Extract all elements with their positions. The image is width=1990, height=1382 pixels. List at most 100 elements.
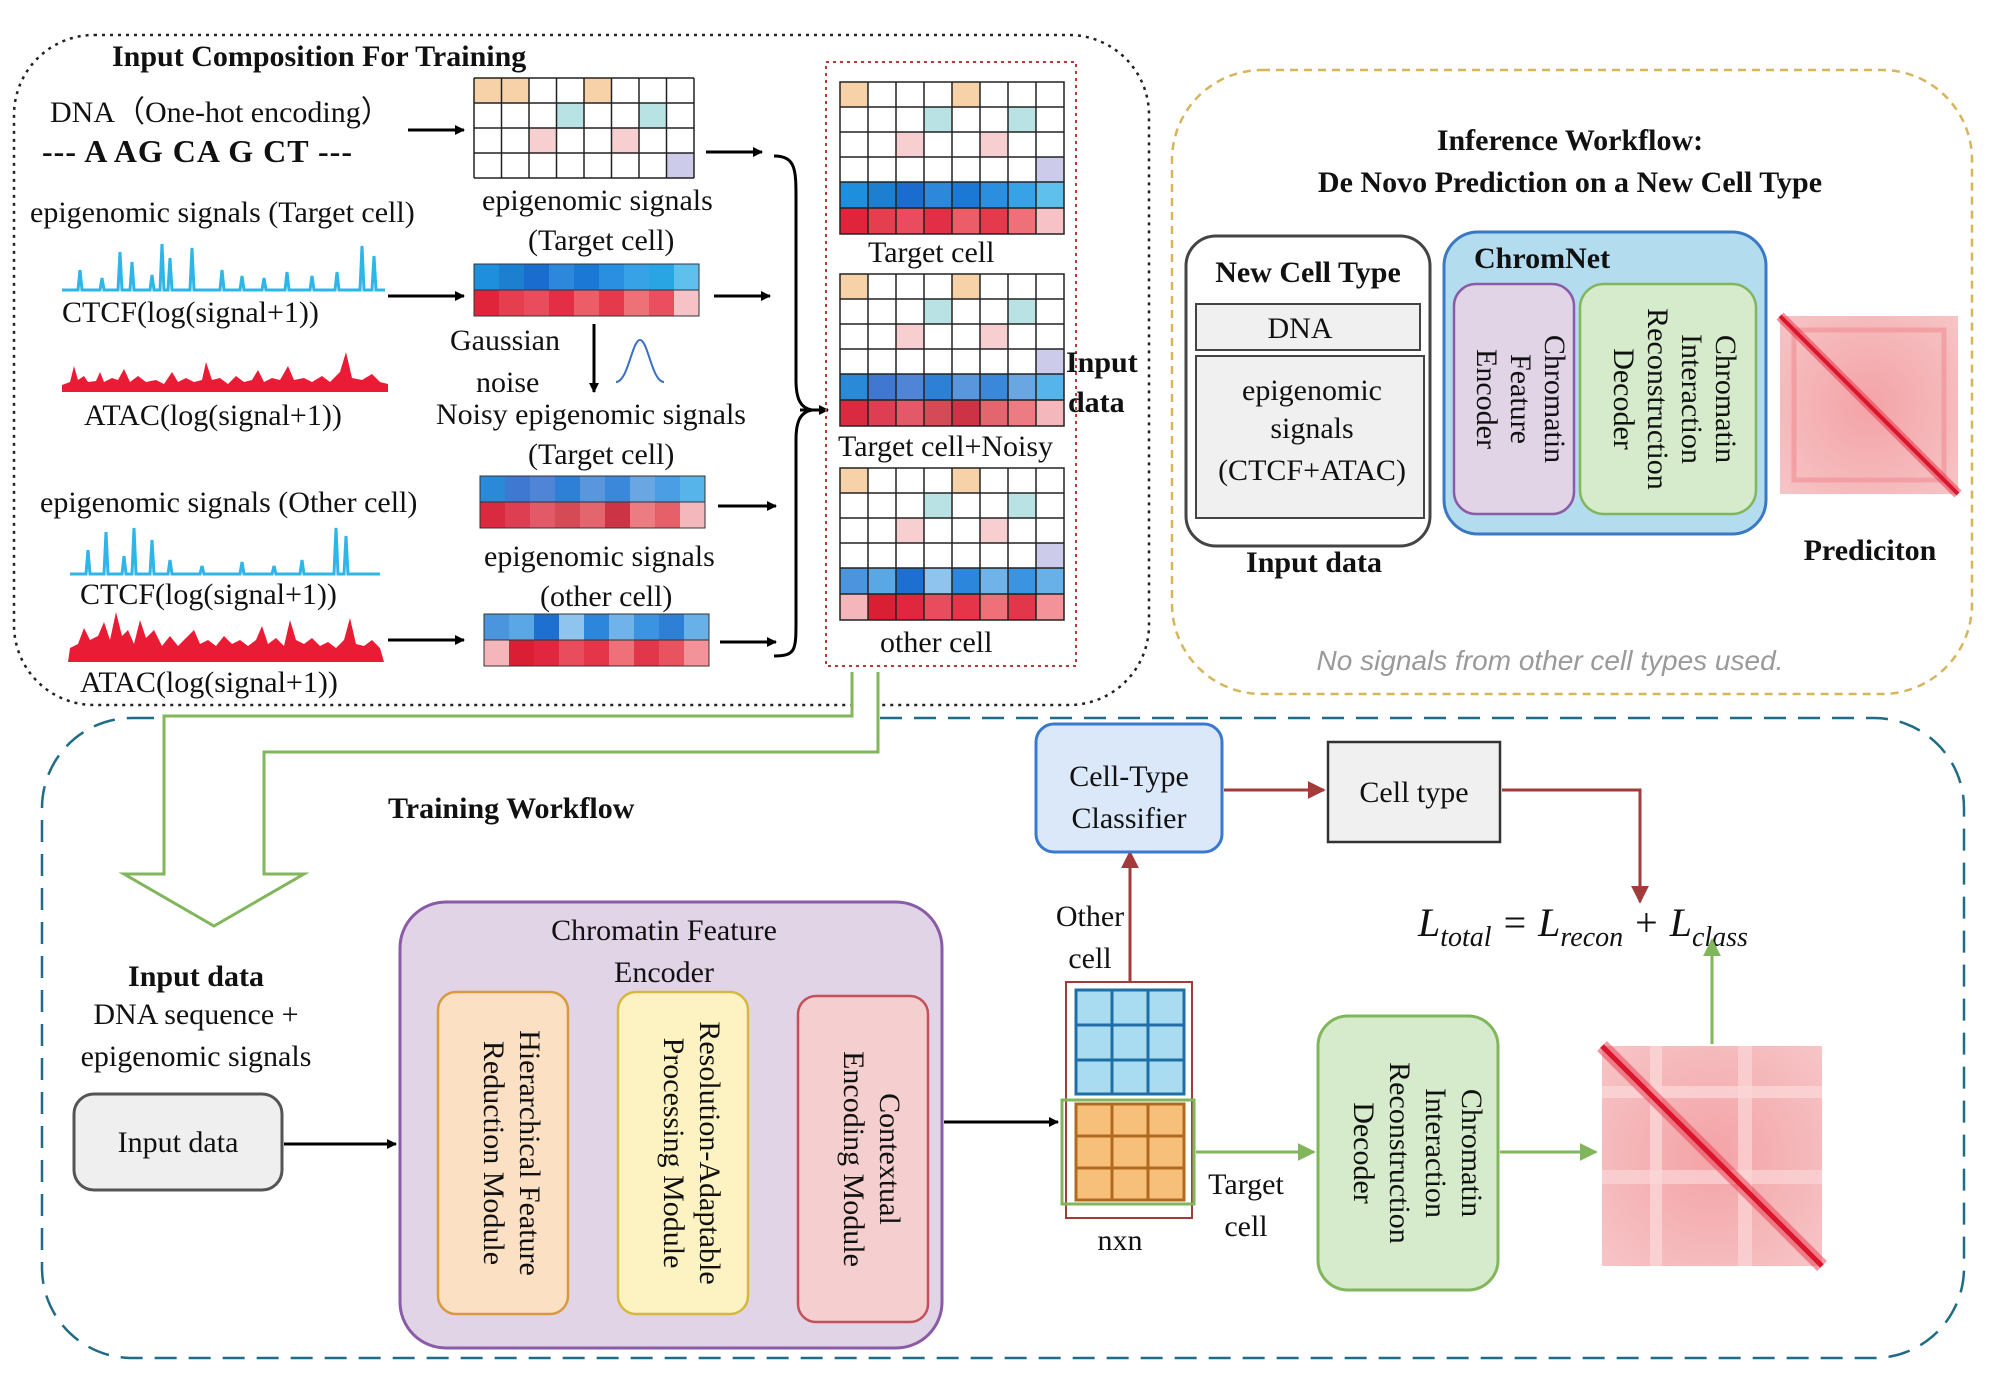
inference-panel (1170, 68, 1974, 696)
atac-label-other: ATAC(log(signal+1)) (80, 666, 338, 699)
other-cell-label-1: Other (1056, 900, 1124, 933)
training-decoder-4: Decoder (1347, 1102, 1380, 1204)
inference-decoder-box (1578, 282, 1758, 516)
stack-other-cell (839, 467, 1065, 621)
epi-other-mid-2: (other cell) (540, 580, 672, 613)
module-contextual-2: Encoding Module (837, 1051, 870, 1267)
stack-target-label: Target cell (868, 236, 994, 269)
classifier-label-1: Cell-Type (1069, 760, 1189, 793)
training-decoder-3: Reconstruction (1383, 1062, 1416, 1244)
inference-encoder-1: Chromatin (1538, 335, 1571, 463)
training-input-sub-2: epigenomic signals (81, 1040, 312, 1073)
gaussian-curve-icon (615, 338, 665, 383)
atac-label-target: ATAC(log(signal+1)) (84, 399, 342, 432)
loss-l-total: L (1417, 900, 1440, 945)
prediction-label: Prediciton (1804, 534, 1937, 567)
inference-note: No signals from other cell types used. (1317, 645, 1784, 676)
dna-sequence: --- A AG CA G CT --- (42, 133, 353, 169)
training-title: Training Workflow (388, 792, 635, 825)
target-cell-label-1: Target (1208, 1168, 1284, 1201)
epi-target-label: epigenomic signals (Target cell) (30, 196, 415, 229)
epi-other-mid-1: epigenomic signals (484, 540, 715, 573)
module-contextual (796, 994, 930, 1324)
chromnet-title: ChromNet (1474, 242, 1610, 275)
other-signal-bar (483, 613, 710, 667)
inference-input-data-label: Input data (1246, 546, 1382, 579)
training-encoder-title-1: Chromatin Feature (551, 914, 777, 947)
target-cell-feature-grid (1074, 1102, 1186, 1202)
loss-l-class: L (1669, 900, 1692, 945)
nxn-label: nxn (1098, 1224, 1143, 1257)
epi-target-mid-1: epigenomic signals (482, 184, 713, 217)
inference-dna-box (1195, 303, 1421, 351)
module-resolution-1: Resolution-Adaptable (693, 1021, 726, 1284)
module-contextual-1: Contextual (873, 1093, 906, 1225)
atac-track-target (62, 352, 388, 392)
module-resolution-2: Processing Module (657, 1038, 690, 1269)
inference-encoder-box (1452, 282, 1576, 516)
inference-epi-2: signals (1270, 412, 1353, 445)
loss-plus: + (1635, 900, 1658, 945)
target-feature-outline (1060, 1098, 1196, 1206)
dna-onehot-grid (473, 77, 695, 179)
loss-equation: Ltotal=Lrecon+Lclass (1417, 900, 1748, 953)
dna-label: DNA（One-hot encoding） (50, 96, 391, 129)
ctcf-label-other: CTCF(log(signal+1)) (80, 578, 337, 611)
training-decoder-box (1316, 1014, 1500, 1292)
inference-decoder-2: Interaction (1675, 334, 1708, 464)
inference-decoder-1: Chromatin (1709, 335, 1742, 463)
stack-noisy-label: Target cell+Noisy (838, 430, 1053, 463)
input-data-label-2: data (1068, 386, 1125, 419)
loss-total-sub: total (1440, 922, 1492, 953)
stack-noisy-cell (839, 273, 1065, 427)
inference-epi-box (1195, 355, 1425, 519)
module-hierarchical (436, 990, 570, 1316)
ctcf-track-other (70, 527, 380, 576)
stack-other-label: other cell (880, 626, 992, 659)
merge-brace (773, 154, 813, 658)
ctcf-label-target: CTCF(log(signal+1)) (62, 296, 319, 329)
training-decoder-1: Chromatin (1455, 1089, 1488, 1217)
inference-decoder-4: Decoder (1607, 348, 1640, 450)
cell-type-classifier-box (1034, 722, 1224, 854)
classifier-label-2: Classifier (1072, 802, 1187, 835)
loss-class-sub: class (1692, 922, 1748, 953)
cell-type-label: Cell type (1359, 776, 1468, 809)
atac-track-other (68, 612, 384, 662)
inference-title-2: De Novo Prediction on a New Cell Type (1318, 166, 1822, 199)
input-flow-arrow (118, 672, 880, 928)
loss-l-recon: L (1537, 900, 1560, 945)
module-hierarchical-2: Reduction Module (477, 1041, 510, 1265)
noisy-signal-bar (479, 475, 706, 529)
other-cell-feature-grid (1074, 988, 1186, 1096)
training-input-box-label: Input data (118, 1126, 239, 1159)
prediction-heatmap (1776, 312, 1962, 498)
input-composition-title: Input Composition For Training (112, 40, 526, 73)
output-heatmap (1597, 1041, 1827, 1271)
gaussian-label-2: noise (476, 366, 539, 399)
cell-type-box (1326, 740, 1502, 844)
inference-encoder-2: Feature (1504, 354, 1537, 444)
svg-text:Ltotal=Lrecon+Lclass: Ltotal=Lrecon+Lclass (1417, 900, 1748, 953)
training-encoder-title-2: Encoder (614, 956, 714, 989)
target-signal-bar (473, 263, 700, 317)
loss-recon-sub: recon (1560, 922, 1623, 953)
training-input-box (72, 1092, 284, 1192)
epi-target-mid-2: (Target cell) (528, 224, 674, 257)
inference-epi-1: epigenomic (1242, 374, 1382, 407)
inference-encoder-3: Encoder (1470, 349, 1503, 449)
new-cell-type-title: New Cell Type (1215, 256, 1401, 289)
inference-dna-label: DNA (1268, 312, 1333, 345)
noisy-label-2: (Target cell) (528, 438, 674, 471)
inference-title-1: Inference Workflow: (1437, 124, 1703, 157)
inference-decoder-3: Reconstruction (1641, 308, 1674, 490)
input-data-label-1: Input (1066, 346, 1138, 379)
training-panel (40, 716, 1966, 1360)
other-cell-label-2: cell (1068, 942, 1111, 975)
inference-epi-3: (CTCF+ATAC) (1218, 454, 1406, 487)
noisy-label-1: Noisy epigenomic signals (436, 398, 746, 431)
arrow-celltype-to-loss (1502, 788, 1649, 904)
module-hierarchical-1: Hierarchical Feature (513, 1030, 546, 1276)
loss-equals: = (1504, 900, 1527, 945)
